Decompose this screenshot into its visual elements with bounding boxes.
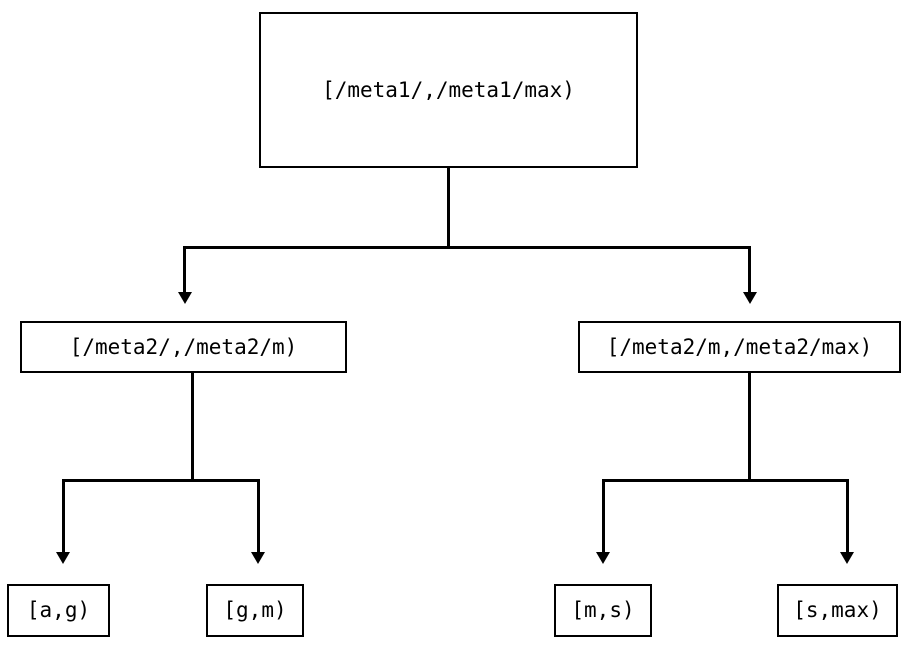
tree-node-leaf[interactable]: [s,max): [777, 584, 898, 637]
edge-mid-right-stem: [748, 373, 751, 482]
tree-node-leaf-label: [g,m): [223, 598, 287, 622]
tree-node-leaf[interactable]: [m,s): [554, 584, 652, 637]
edge-root-horizontal-bar: [183, 246, 751, 249]
tree-node-mid-right[interactable]: [/meta2/m,/meta2/max): [578, 321, 901, 373]
arrowhead-down-icon: [251, 552, 265, 564]
tree-node-mid-left[interactable]: [/meta2/,/meta2/m): [20, 321, 347, 373]
tree-node-root[interactable]: [/meta1/,/meta1/max): [259, 12, 638, 168]
edge-root-to-mid-right: [748, 246, 751, 294]
edge-mid-left-to-leaf-0: [62, 479, 65, 554]
tree-node-leaf-label: [a,g): [26, 598, 91, 622]
arrowhead-down-icon: [840, 552, 854, 564]
edge-mid-right-horizontal-bar: [602, 479, 849, 482]
edge-mid-left-horizontal-bar: [62, 479, 260, 482]
tree-node-leaf[interactable]: [g,m): [206, 584, 304, 637]
arrowhead-down-icon: [178, 292, 192, 304]
tree-node-root-label: [/meta1/,/meta1/max): [322, 77, 575, 102]
edge-mid-right-to-leaf-2: [602, 479, 605, 554]
edge-mid-left-to-leaf-1: [257, 479, 260, 554]
tree-node-mid-left-label: [/meta2/,/meta2/m): [69, 334, 298, 359]
edge-root-stem: [447, 168, 450, 248]
tree-node-leaf[interactable]: [a,g): [7, 584, 110, 637]
arrowhead-down-icon: [743, 292, 757, 304]
arrowhead-down-icon: [596, 552, 610, 564]
edge-root-to-mid-left: [183, 246, 186, 294]
arrowhead-down-icon: [56, 552, 70, 564]
edge-mid-left-stem: [191, 373, 194, 482]
tree-node-leaf-label: [m,s): [571, 598, 635, 622]
tree-node-leaf-label: [s,max): [793, 598, 882, 622]
edge-mid-right-to-leaf-3: [846, 479, 849, 554]
tree-node-mid-right-label: [/meta2/m,/meta2/max): [606, 334, 873, 359]
